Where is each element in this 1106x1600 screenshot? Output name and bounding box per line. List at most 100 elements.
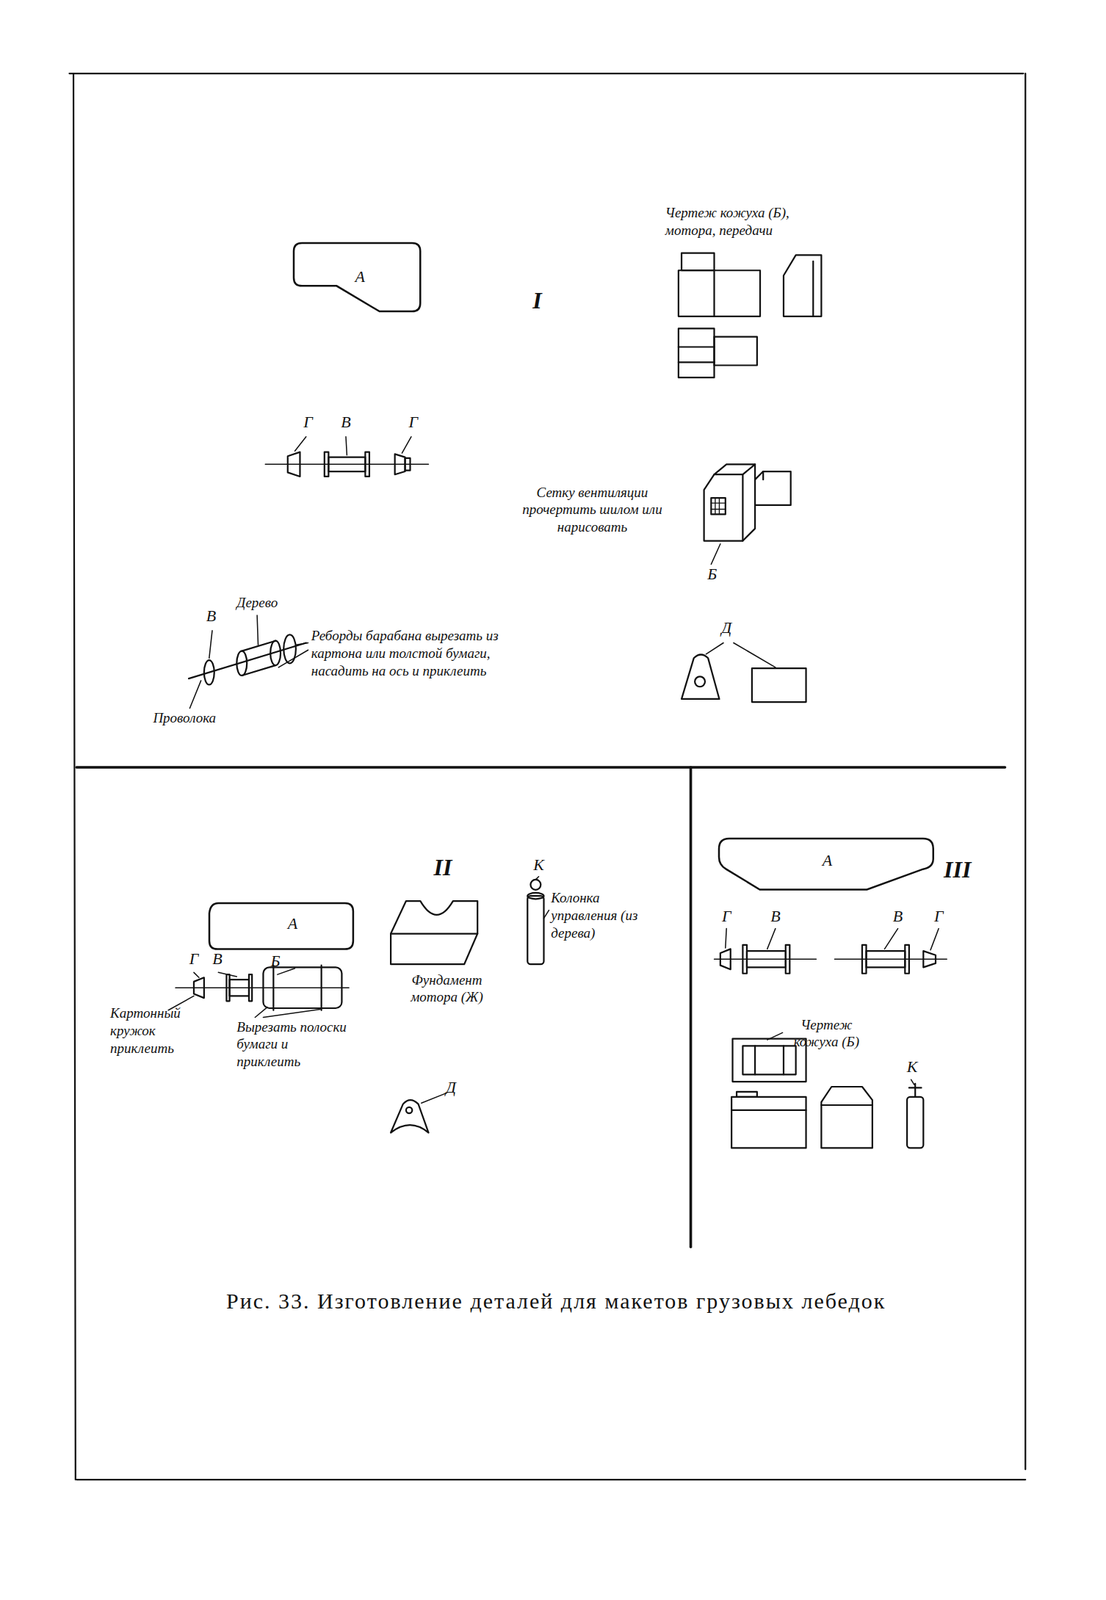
shaft-parts xyxy=(746,951,786,968)
part-letter: Г xyxy=(185,948,202,970)
control-column xyxy=(909,1086,922,1089)
casing-pattern xyxy=(821,1086,872,1148)
casing-pattern xyxy=(754,1045,756,1075)
casing-pattern xyxy=(681,253,714,271)
casing-pattern xyxy=(714,337,758,366)
motor-foundation xyxy=(390,901,478,965)
leader-lines xyxy=(401,436,412,454)
casing-pattern xyxy=(678,345,715,348)
leader-lines xyxy=(884,929,899,950)
leader-lines xyxy=(705,642,724,654)
bracket-sketch xyxy=(694,676,706,687)
part-letter: Б xyxy=(267,951,284,972)
leader-lines xyxy=(733,642,776,667)
part-letter: Д xyxy=(718,617,735,639)
outline-shape xyxy=(209,903,354,950)
leader-lines xyxy=(911,1079,915,1085)
leader-lines xyxy=(168,436,939,1104)
shaft-parts xyxy=(287,452,301,477)
frame xyxy=(69,72,1024,75)
casing-pattern xyxy=(783,254,822,316)
part-outline: А xyxy=(209,903,354,950)
shaft-assembly xyxy=(229,979,249,996)
section-number: II xyxy=(433,852,465,883)
leader-lines xyxy=(209,630,213,659)
drum-sketch xyxy=(236,651,247,676)
motor-foundation xyxy=(390,932,478,935)
part-outline: А xyxy=(293,243,421,312)
shaft-parts xyxy=(328,457,365,472)
part-letter: В xyxy=(889,906,906,927)
section-number: I xyxy=(532,285,564,316)
motor-sketch xyxy=(742,464,755,541)
part-letter: К xyxy=(530,854,547,876)
frame xyxy=(73,73,76,1480)
figure-caption: Рис. 33. Изготовление деталей для макето… xyxy=(81,1287,1031,1316)
bracket-sketch xyxy=(681,654,806,703)
motor-sketch xyxy=(714,464,756,475)
shaft-parts xyxy=(395,453,406,475)
leader-lines xyxy=(767,929,776,950)
casing-pattern xyxy=(731,1097,806,1148)
part-letter: В xyxy=(767,906,784,927)
leader-lines xyxy=(254,1007,268,1018)
leader-lines xyxy=(189,680,201,709)
drum-sketch xyxy=(188,634,307,685)
leader-lines xyxy=(295,436,307,451)
section-number: III xyxy=(943,854,985,885)
casing-pattern xyxy=(678,361,715,363)
frame xyxy=(76,765,1005,769)
leader-lines xyxy=(421,1092,448,1104)
part-letter: Г xyxy=(405,411,422,433)
motor-sketch xyxy=(710,502,725,504)
shaft-assembly xyxy=(262,967,342,1009)
bracket-sketch xyxy=(681,654,719,699)
drum-sketch xyxy=(188,642,307,679)
shaft-assembly xyxy=(320,965,323,1011)
frame xyxy=(69,73,1026,1480)
control-column xyxy=(527,893,544,899)
shaft-parts xyxy=(866,951,906,968)
part-letter: Г xyxy=(299,411,316,433)
shaft-assembly xyxy=(175,987,349,989)
leader-lines xyxy=(278,649,308,668)
shaft-parts xyxy=(265,464,429,465)
instruction-note: Сетку вентиляции прочертить шилом или на… xyxy=(518,483,667,537)
part-letter: А xyxy=(287,914,298,934)
part-letter: Д xyxy=(442,1077,459,1098)
motor-sketch xyxy=(762,471,764,480)
shaft-parts xyxy=(405,458,411,471)
part-letter: А xyxy=(822,851,833,871)
part-letter: В xyxy=(202,605,219,627)
casing-pattern xyxy=(678,253,822,379)
leader-lines xyxy=(710,544,721,565)
bracket-sketch xyxy=(752,668,807,703)
shaft-parts xyxy=(265,452,429,477)
control-column xyxy=(527,895,544,965)
casing-pattern xyxy=(821,1104,872,1106)
part-letter: Б xyxy=(704,564,721,585)
control-column xyxy=(530,879,541,891)
motor-sketch xyxy=(704,464,791,541)
leader-lines xyxy=(257,615,258,645)
part-letter: Г xyxy=(718,906,735,927)
casing-pattern xyxy=(812,261,814,317)
control-column xyxy=(906,1083,924,1149)
motor-sketch xyxy=(704,474,744,541)
casing-pattern xyxy=(742,1045,796,1075)
shaft-parts xyxy=(714,959,817,960)
leader-lines xyxy=(930,929,939,951)
bracket-sketch xyxy=(406,1107,412,1114)
casing-pattern xyxy=(731,1039,873,1149)
instruction-note: Проволока xyxy=(152,709,245,728)
leader-lines xyxy=(218,972,237,977)
part-letter: К xyxy=(904,1056,921,1078)
shaft-parts xyxy=(834,959,947,960)
shaft-assembly xyxy=(193,977,205,999)
outline-path xyxy=(718,838,934,890)
instruction-note: Вырезать полоски бумаги и приклеить xyxy=(236,1018,349,1071)
shaft-assembly xyxy=(272,965,274,1011)
part-letter: В xyxy=(209,948,226,970)
motor-sketch xyxy=(718,497,720,515)
